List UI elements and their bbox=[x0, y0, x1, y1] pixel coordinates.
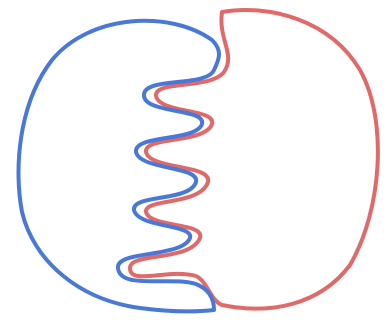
left-blob-outline bbox=[18, 21, 219, 312]
right-blob-outline bbox=[130, 10, 378, 309]
